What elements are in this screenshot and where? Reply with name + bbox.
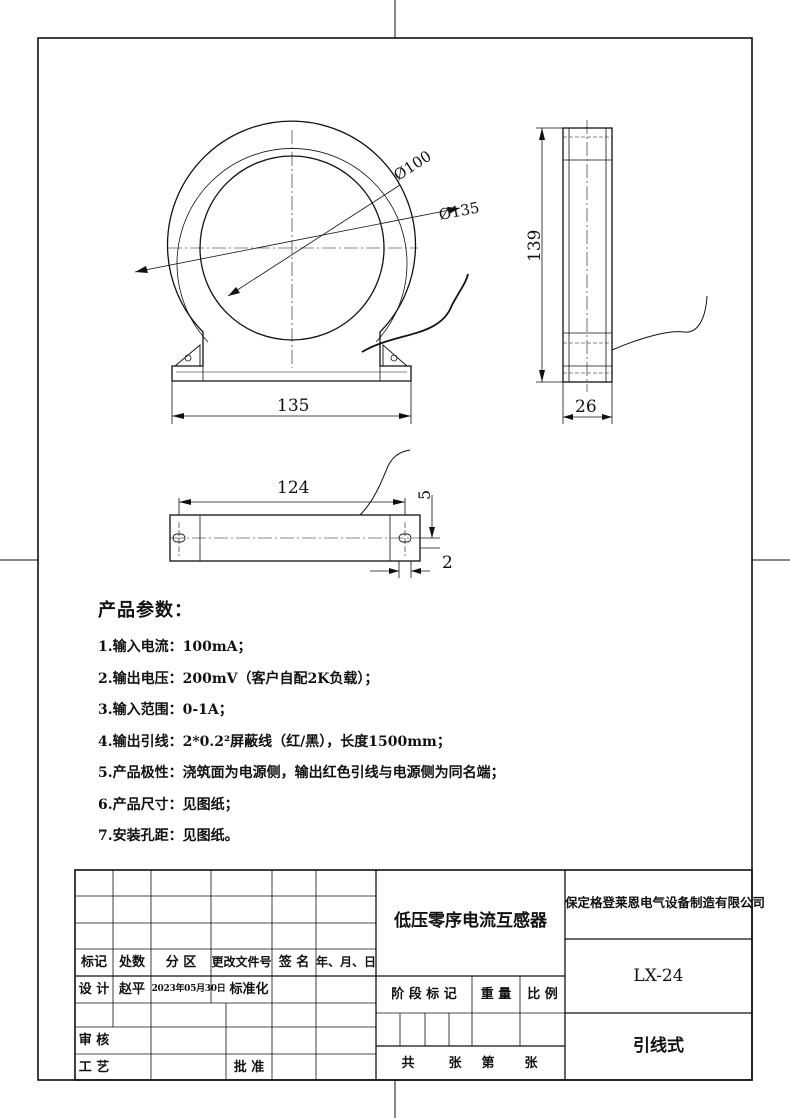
design-date: 2023年05月30日 [151, 984, 226, 994]
hdr-mark: 标记 [80, 955, 107, 970]
param-item: 7.安装孔距：见图纸。 [98, 828, 239, 844]
design-label: 设 计 [78, 982, 110, 997]
param-item: 2.输出电压：200mV（客户自配2K负载）； [98, 670, 379, 687]
weight-label: 重 量 [480, 987, 512, 1002]
process-label: 工 艺 [78, 1060, 110, 1075]
product-parameters: 产品参数： 1.输入电流：100mA； 2.输出电压：200mV（客户自配2K负… [98, 596, 738, 853]
hdr-zone: 分 区 [165, 955, 197, 970]
hdr-sign: 签 名 [278, 955, 310, 970]
stage-mark: 阶 段 标 记 [391, 987, 457, 1002]
param-item: 6.产品尺寸：见图纸； [98, 796, 239, 813]
standard-label: 标准化 [229, 982, 269, 997]
dim-hole-spacing: 124 [277, 478, 309, 498]
param-item: 5.产品极性：浇筑面为电源侧，输出红色引线与电源侧为同名端； [98, 765, 505, 781]
review-label: 审 核 [78, 1033, 110, 1048]
page-label: 第 [481, 1056, 495, 1071]
hdr-doc: 更改文件号 [211, 955, 272, 969]
dim-hole-size: 2 [442, 553, 453, 573]
designer-name: 赵平 [118, 982, 145, 997]
bottom-view [169, 449, 440, 578]
total-label: 共 [401, 1056, 415, 1071]
product-name: 低压零序电流互感器 [394, 911, 547, 931]
dim-width: 135 [277, 396, 309, 416]
sheet-label-2: 张 [524, 1056, 538, 1071]
hdr-count: 处数 [118, 955, 145, 970]
title-block-grid [74, 869, 753, 1081]
variant-label: 引线式 [633, 1036, 684, 1056]
drawing-number: LX-24 [633, 966, 684, 986]
sheet-label-1: 张 [448, 1056, 462, 1071]
dim-height: 139 [525, 230, 545, 262]
front-view [134, 120, 469, 424]
dim-hole-offset: 5 [415, 490, 434, 500]
param-item: 3.输入范围：0-1A； [98, 702, 233, 718]
hdr-date: 年、月、日 [316, 955, 377, 969]
approve-label: 批 准 [233, 1060, 265, 1075]
dim-thickness: 26 [575, 397, 597, 417]
params-title: 产品参数： [98, 600, 193, 621]
dim-outer-diameter: Ø135 [437, 198, 481, 223]
dim-inner-diameter: Ø100 [390, 147, 434, 184]
side-view [536, 120, 708, 424]
company-name: 保定格登莱恩电气设备制造有限公司 [565, 895, 766, 910]
param-item: 1.输入电流：100mA； [98, 639, 252, 655]
scale-label: 比 例 [527, 987, 558, 1002]
param-item: 4.输出引线：2*0.2²屏蔽线（红/黑），长度1500mm； [98, 733, 451, 750]
